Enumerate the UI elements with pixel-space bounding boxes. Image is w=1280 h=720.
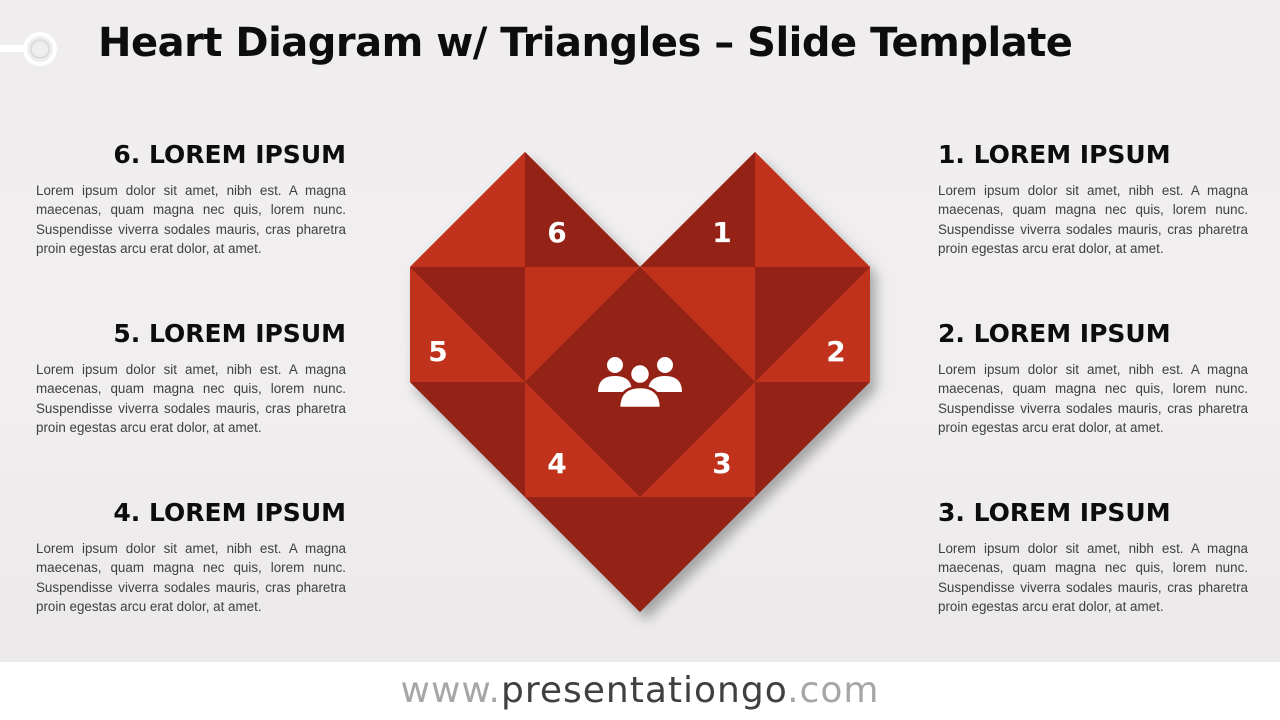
heart-diagram: 6 1 5 2 4 3 [410,152,870,612]
footer-prefix: www. [400,670,501,711]
segment-5 [410,267,525,382]
slide-title: Heart Diagram w/ Triangles – Slide Templ… [98,20,1073,66]
heading-6: 6. LOREM IPSUM [113,140,346,169]
footer-brand: presentationgo [501,670,788,711]
text-block-2: 2. LOREM IPSUM Lorem ipsum dolor sit ame… [938,319,1248,437]
segment-3 [640,382,755,497]
text-block-3: 3. LOREM IPSUM Lorem ipsum dolor sit ame… [938,498,1248,616]
body-5: Lorem ipsum dolor sit amet, nibh est. A … [36,362,346,435]
heading-2: 2. LOREM IPSUM [938,319,1171,348]
people-group-icon [598,357,682,410]
triangle-right-lower [755,382,870,497]
heading-4: 4. LOREM IPSUM [113,498,346,527]
segment-2 [755,267,870,382]
body-6: Lorem ipsum dolor sit amet, nibh est. A … [36,183,346,256]
pin-logo-icon [0,32,57,66]
segment-6 [525,152,640,267]
segment-number-3: 3 [712,447,731,480]
triangle-top-left-outer [410,152,525,267]
text-block-1: 1. LOREM IPSUM Lorem ipsum dolor sit ame… [938,140,1248,258]
text-block-5: 5. LOREM IPSUM Lorem ipsum dolor sit ame… [36,319,346,437]
heart-shape [410,152,870,612]
body-3: Lorem ipsum dolor sit amet, nibh est. A … [938,541,1248,614]
segment-number-4: 4 [547,447,566,480]
body-2: Lorem ipsum dolor sit amet, nibh est. A … [938,362,1248,435]
body-1: Lorem ipsum dolor sit amet, nibh est. A … [938,183,1248,256]
segment-4 [525,382,640,497]
text-block-6: 6. LOREM IPSUM Lorem ipsum dolor sit ame… [36,140,346,258]
text-block-4: 4. LOREM IPSUM Lorem ipsum dolor sit ame… [36,498,346,616]
segment-number-1: 1 [712,216,731,249]
heading-1: 1. LOREM IPSUM [938,140,1171,169]
segment-number-2: 2 [826,335,845,368]
heading-5: 5. LOREM IPSUM [113,319,346,348]
segment-number-6: 6 [547,216,566,249]
footer-suffix: .com [787,670,880,711]
segment-number-5: 5 [428,335,447,368]
triangle-top-right-outer [755,152,870,267]
footer-url: www.presentationgo.com [0,662,1280,720]
heading-3: 3. LOREM IPSUM [938,498,1171,527]
body-4: Lorem ipsum dolor sit amet, nibh est. A … [36,541,346,614]
triangle-bottom [525,497,755,612]
slide-background: Heart Diagram w/ Triangles – Slide Templ… [0,0,1280,662]
triangle-left-lower [410,382,525,497]
segment-1 [640,152,755,267]
